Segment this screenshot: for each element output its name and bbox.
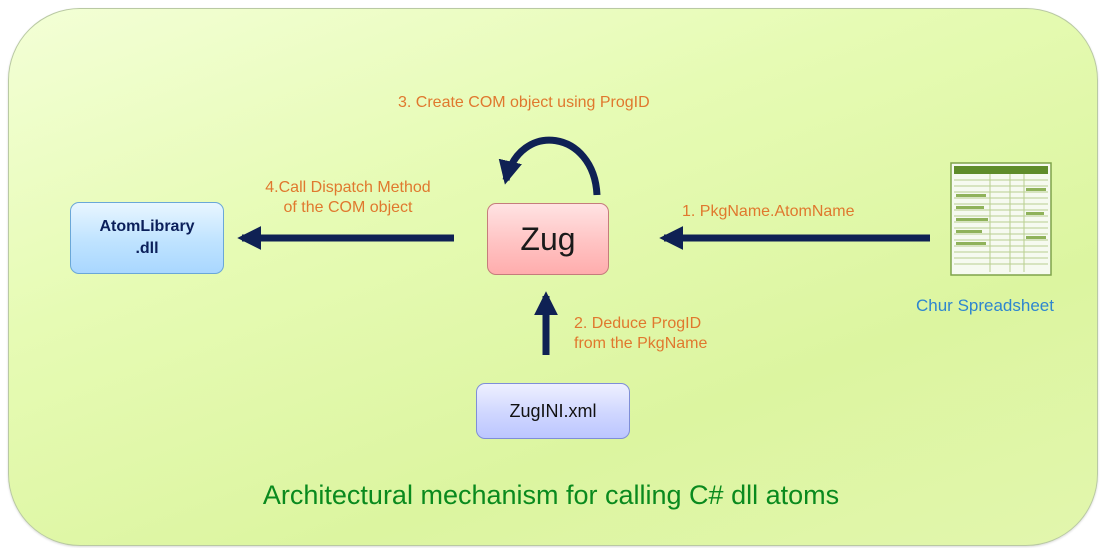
atomlibrary-dll-box: AtomLibrary .dll	[70, 202, 224, 274]
step3-label: 3. Create COM object using ProgID	[398, 94, 650, 111]
diagram-caption: Architectural mechanism for calling C# d…	[262, 480, 840, 510]
arrow-create-com-loop	[498, 136, 601, 196]
spreadsheet-thumbnail	[950, 162, 1052, 276]
diagram-panel	[8, 8, 1098, 546]
step2-label: 2. Deduce ProgID from the PkgName	[574, 315, 708, 352]
zugini-xml-box: ZugINI.xml	[476, 383, 630, 439]
step4-label: 4.Call Dispatch Method of the COM object	[265, 179, 431, 216]
zug-box: Zug	[487, 203, 609, 275]
chur-spreadsheet-label: Chur Spreadsheet	[916, 296, 1054, 315]
step1-label: 1. PkgName.AtomName	[682, 203, 855, 220]
